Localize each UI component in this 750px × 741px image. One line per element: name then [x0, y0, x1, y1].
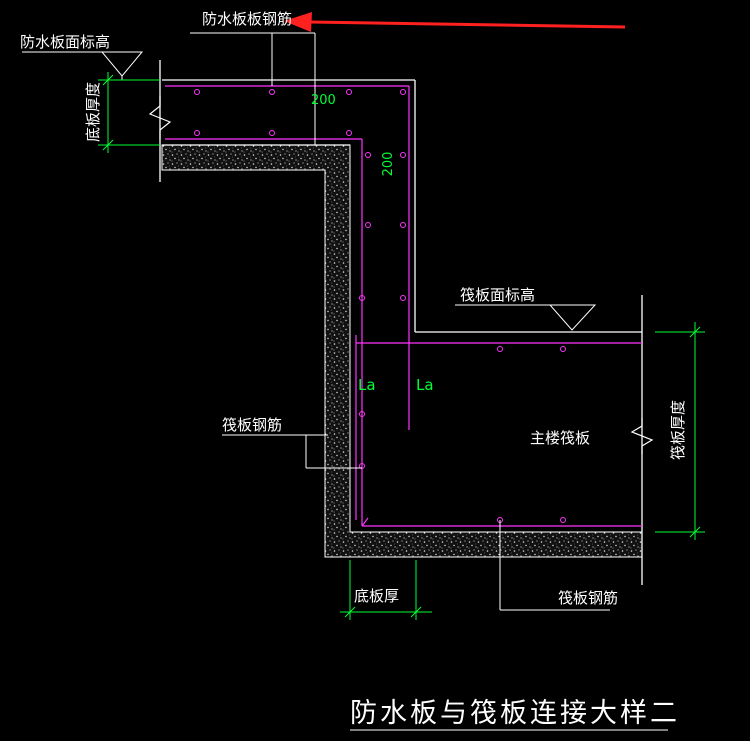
red-arrow	[284, 12, 626, 32]
break-symbol-left	[148, 96, 172, 140]
anchorage-length-right: La	[416, 376, 434, 394]
waterproof-rebar-label: 防水板板钢筋	[202, 10, 292, 28]
dim-200-vertical: 200	[381, 152, 396, 177]
break-symbol-right	[630, 418, 654, 454]
dim-200-horizontal: 200	[311, 93, 336, 108]
raft-rebar-label-bottom: 筏板钢筋	[558, 589, 618, 607]
drawing-title: 防水板与筏板连接大样二	[350, 698, 680, 729]
concrete-cushion-layer	[161, 144, 643, 558]
raft-thickness-label-right: 筏板厚度	[669, 400, 687, 460]
leader-lines	[22, 32, 610, 611]
bottom-thickness-label-left: 底板厚度	[84, 82, 102, 142]
main-raft-label: 主楼筏板	[530, 429, 590, 447]
waterproof-top-elevation-label: 防水板面标高	[20, 33, 110, 51]
raft-top-elevation-label: 筏板面标高	[460, 286, 535, 304]
raft-elevation-marker	[548, 304, 597, 331]
waterproof-elevation-marker	[100, 51, 144, 80]
anchorage-length-left: La	[358, 376, 376, 394]
dimension-lines	[98, 72, 705, 620]
rebar-lines	[165, 85, 642, 527]
raft-rebar-label-left: 筏板钢筋	[222, 416, 282, 434]
bottom-thickness-label-bottom: 底板厚	[354, 587, 399, 605]
